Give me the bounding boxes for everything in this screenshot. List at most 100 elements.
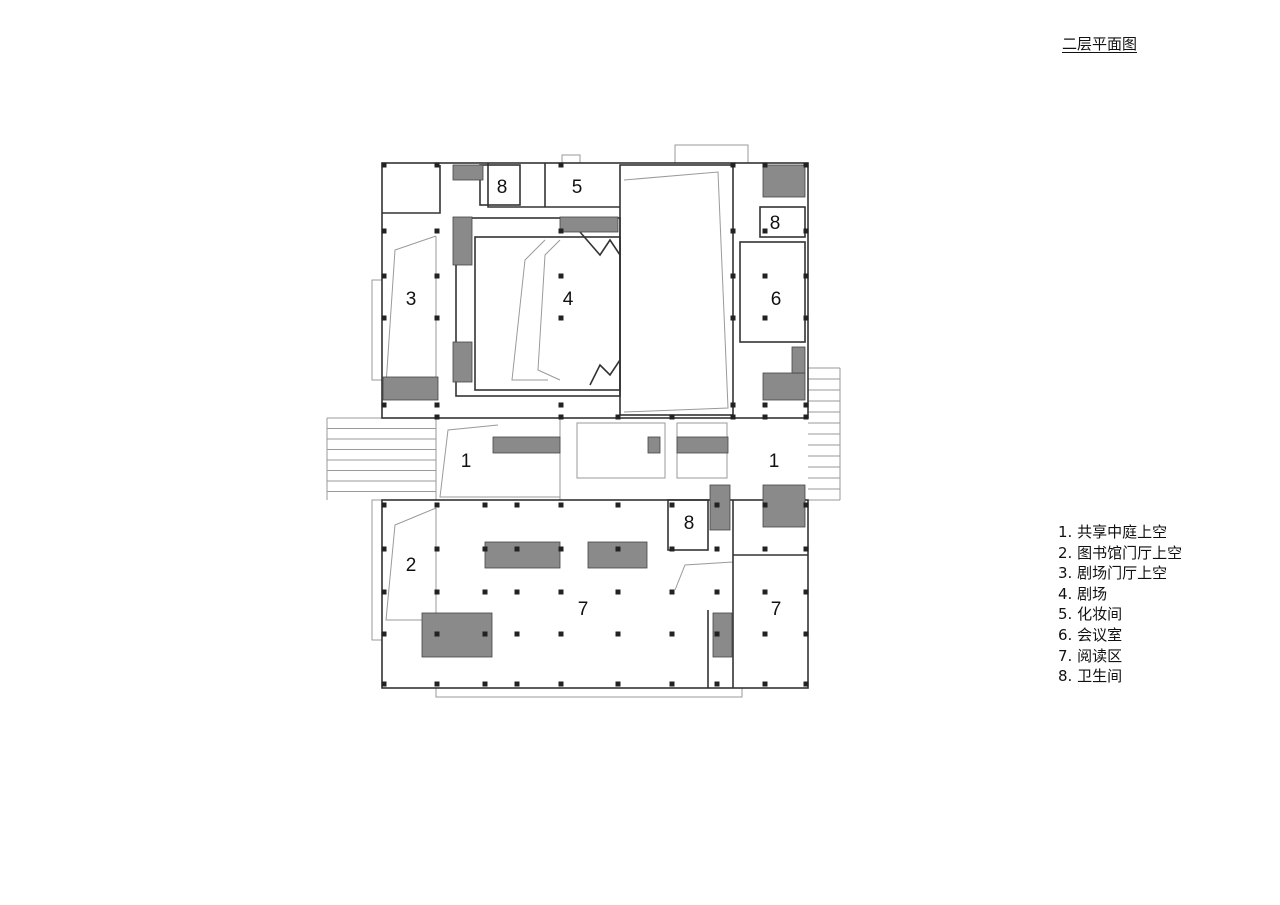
column (434, 273, 440, 279)
core-block (762, 484, 806, 528)
column (762, 589, 768, 595)
legend-item: 3. 剧场门厅上空 (1058, 564, 1168, 583)
column (762, 228, 768, 234)
column (381, 546, 387, 552)
column (434, 315, 440, 321)
column (730, 315, 736, 321)
column (558, 681, 564, 687)
column (803, 631, 809, 637)
legend-item: 4. 剧场 (1058, 584, 1108, 603)
room-5-wall (487, 163, 620, 208)
column (714, 589, 720, 595)
column (615, 502, 621, 508)
column (558, 402, 564, 408)
column (669, 589, 675, 595)
core-block (791, 346, 806, 374)
column (730, 414, 736, 420)
legend-item: 1. 共享中庭上空 (1058, 523, 1168, 541)
seating-rake (511, 239, 548, 381)
room-top-left (382, 165, 441, 214)
column (803, 546, 809, 552)
column (434, 589, 440, 595)
stage-tower (619, 164, 734, 416)
column (514, 631, 520, 637)
column (381, 589, 387, 595)
column (558, 631, 564, 637)
room-label: 7 (771, 599, 782, 620)
column (558, 162, 564, 168)
column (558, 315, 564, 321)
column (381, 631, 387, 637)
column (615, 414, 621, 420)
column (803, 228, 809, 234)
column (762, 546, 768, 552)
column (381, 502, 387, 508)
column (381, 228, 387, 234)
room-label: 3 (406, 289, 417, 310)
column (803, 315, 809, 321)
restroom-8-lower (667, 499, 709, 551)
column (514, 502, 520, 508)
column (669, 546, 675, 552)
column (434, 631, 440, 637)
column (615, 631, 621, 637)
column (730, 162, 736, 168)
column (762, 402, 768, 408)
column (669, 681, 675, 687)
column (558, 589, 564, 595)
column (730, 402, 736, 408)
building-outline-lower (381, 499, 809, 689)
column (434, 162, 440, 168)
column (669, 414, 675, 420)
stage-zigzag-top (579, 231, 621, 257)
left-projection-lower (371, 499, 382, 641)
room-label: 6 (771, 289, 782, 310)
room-label: 2 (406, 555, 417, 576)
legend-item: 7. 阅读区 (1058, 646, 1123, 665)
column (615, 546, 621, 552)
room-label: 8 (497, 177, 508, 198)
column (730, 273, 736, 279)
room-label: 7 (578, 599, 589, 620)
column (803, 589, 809, 595)
column (381, 402, 387, 408)
room-label: 8 (684, 513, 695, 534)
core-block (762, 372, 806, 401)
legend-item: 6. 会议室 (1058, 625, 1123, 644)
column (762, 414, 768, 420)
left-projection (371, 279, 382, 381)
column (762, 315, 768, 321)
core-block (421, 612, 493, 658)
top-canopy (674, 144, 749, 163)
column (762, 681, 768, 687)
column (762, 502, 768, 508)
column (482, 631, 488, 637)
void-2 (385, 507, 437, 621)
core-block (452, 341, 473, 383)
void-1-left (439, 424, 560, 498)
column (514, 589, 520, 595)
column (714, 502, 720, 508)
restroom-8-right (759, 206, 806, 238)
column (558, 502, 564, 508)
column (615, 681, 621, 687)
column (762, 273, 768, 279)
restroom-8-top (479, 164, 521, 206)
void-lower (674, 561, 734, 591)
column (434, 228, 440, 234)
column (482, 681, 488, 687)
column (434, 414, 440, 420)
core-block (647, 436, 661, 454)
stage-inner (623, 171, 729, 413)
column (669, 631, 675, 637)
column (803, 402, 809, 408)
bottom-canopy (435, 688, 743, 698)
room-label: 4 (563, 289, 574, 310)
core-block (712, 612, 733, 658)
core-block (484, 541, 561, 569)
core-block (762, 164, 806, 198)
column (434, 546, 440, 552)
column (558, 273, 564, 279)
core-block (676, 436, 729, 454)
